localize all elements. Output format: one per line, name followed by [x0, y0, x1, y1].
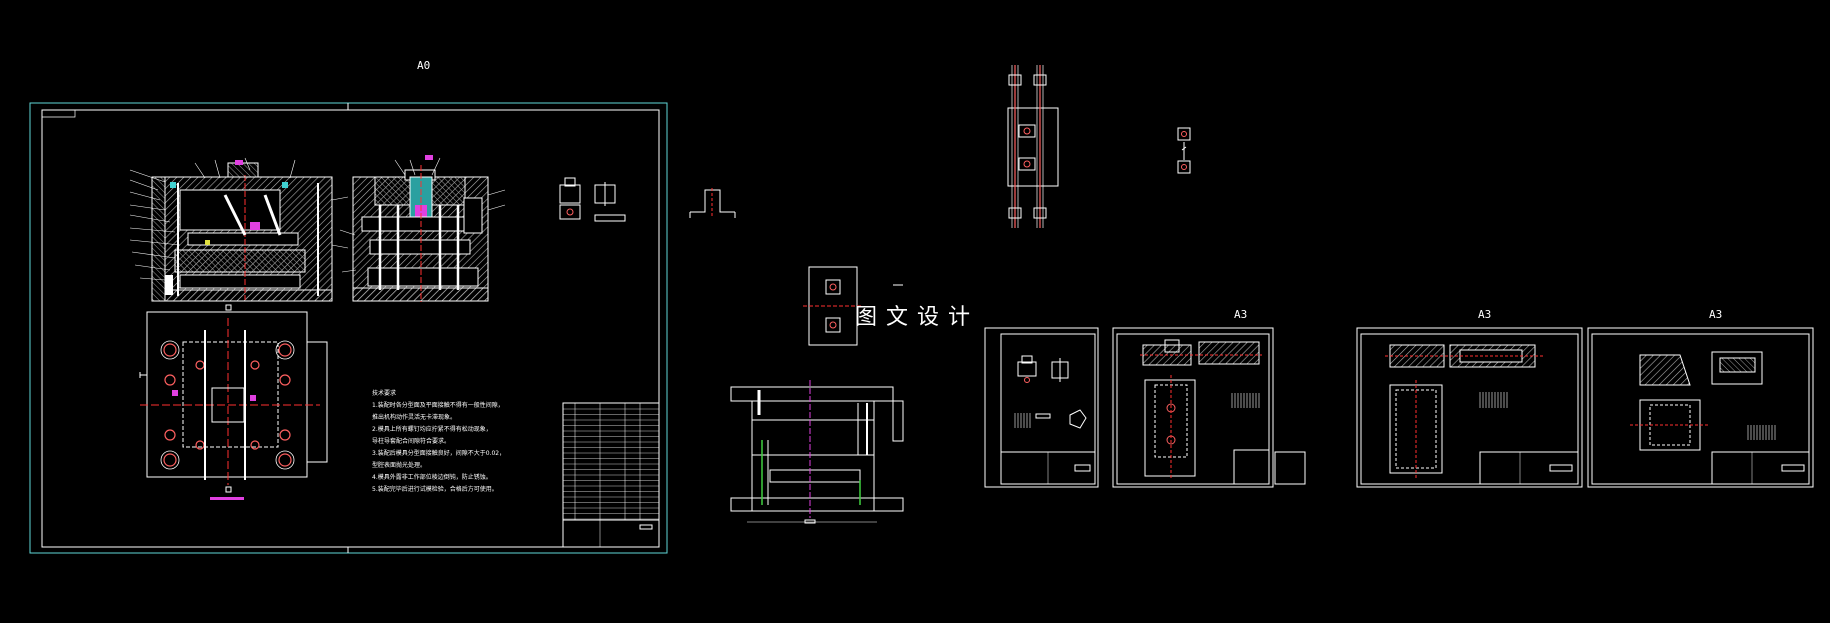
part-mold-base — [730, 380, 904, 524]
part-small-ejector — [1177, 127, 1191, 174]
a0-inner-frame — [41, 109, 660, 548]
technical-notes-title: 技术要求 — [372, 390, 397, 397]
technical-notes: 技术要求 1.装配时各分型面及平面接触不得有一般性间隙， 推出机构动作灵活无卡滞… — [372, 388, 552, 496]
a0-size-label: A0 — [417, 59, 431, 72]
part-plate-view — [803, 266, 903, 346]
section-view-left — [129, 157, 349, 302]
part-sprue-bushing — [689, 188, 736, 218]
part-guide-pillars — [1007, 65, 1059, 228]
a3-3-size-label: A3 — [1709, 308, 1723, 321]
technical-note-line: 导柱导套配合间隙符合要求。 — [372, 438, 451, 445]
watermark-text: 图文设计 — [855, 305, 980, 330]
a3-sheet-3[interactable] — [1587, 327, 1814, 488]
a3-sheet-1[interactable] — [1112, 327, 1306, 488]
a0-assembly-sheet[interactable] — [29, 102, 668, 554]
plan-view — [139, 304, 328, 500]
technical-note-line: 4.模具外露非工作部位棱边倒钝，防止锈蚀。 — [372, 474, 492, 481]
a3-1-size-label: A3 — [1234, 308, 1248, 321]
a0-outer-frame — [29, 102, 668, 554]
detail-views — [559, 177, 626, 222]
technical-note-line: 型腔表面抛光处理。 — [372, 462, 427, 469]
a0-title-block — [562, 402, 660, 548]
section-view-right — [339, 155, 506, 302]
technical-note-line: 5.装配完毕后进行试模检验，合格后方可使用。 — [372, 486, 498, 493]
a3-2-size-label: A3 — [1478, 308, 1492, 321]
technical-note-line: 推出机构动作灵活无卡滞现象。 — [372, 414, 457, 421]
a3-sheet-2[interactable] — [1356, 327, 1583, 488]
technical-note-line: 1.装配时各分型面及平面接触不得有一般性间隙， — [372, 402, 504, 409]
technical-note-line: 3.装配后模具分型面接触良好，间隙不大于0.02， — [372, 450, 506, 457]
small-part-sheet[interactable] — [984, 327, 1099, 488]
technical-note-line: 2.模具上所有螺钉均应拧紧不得有松动现象， — [372, 426, 492, 433]
